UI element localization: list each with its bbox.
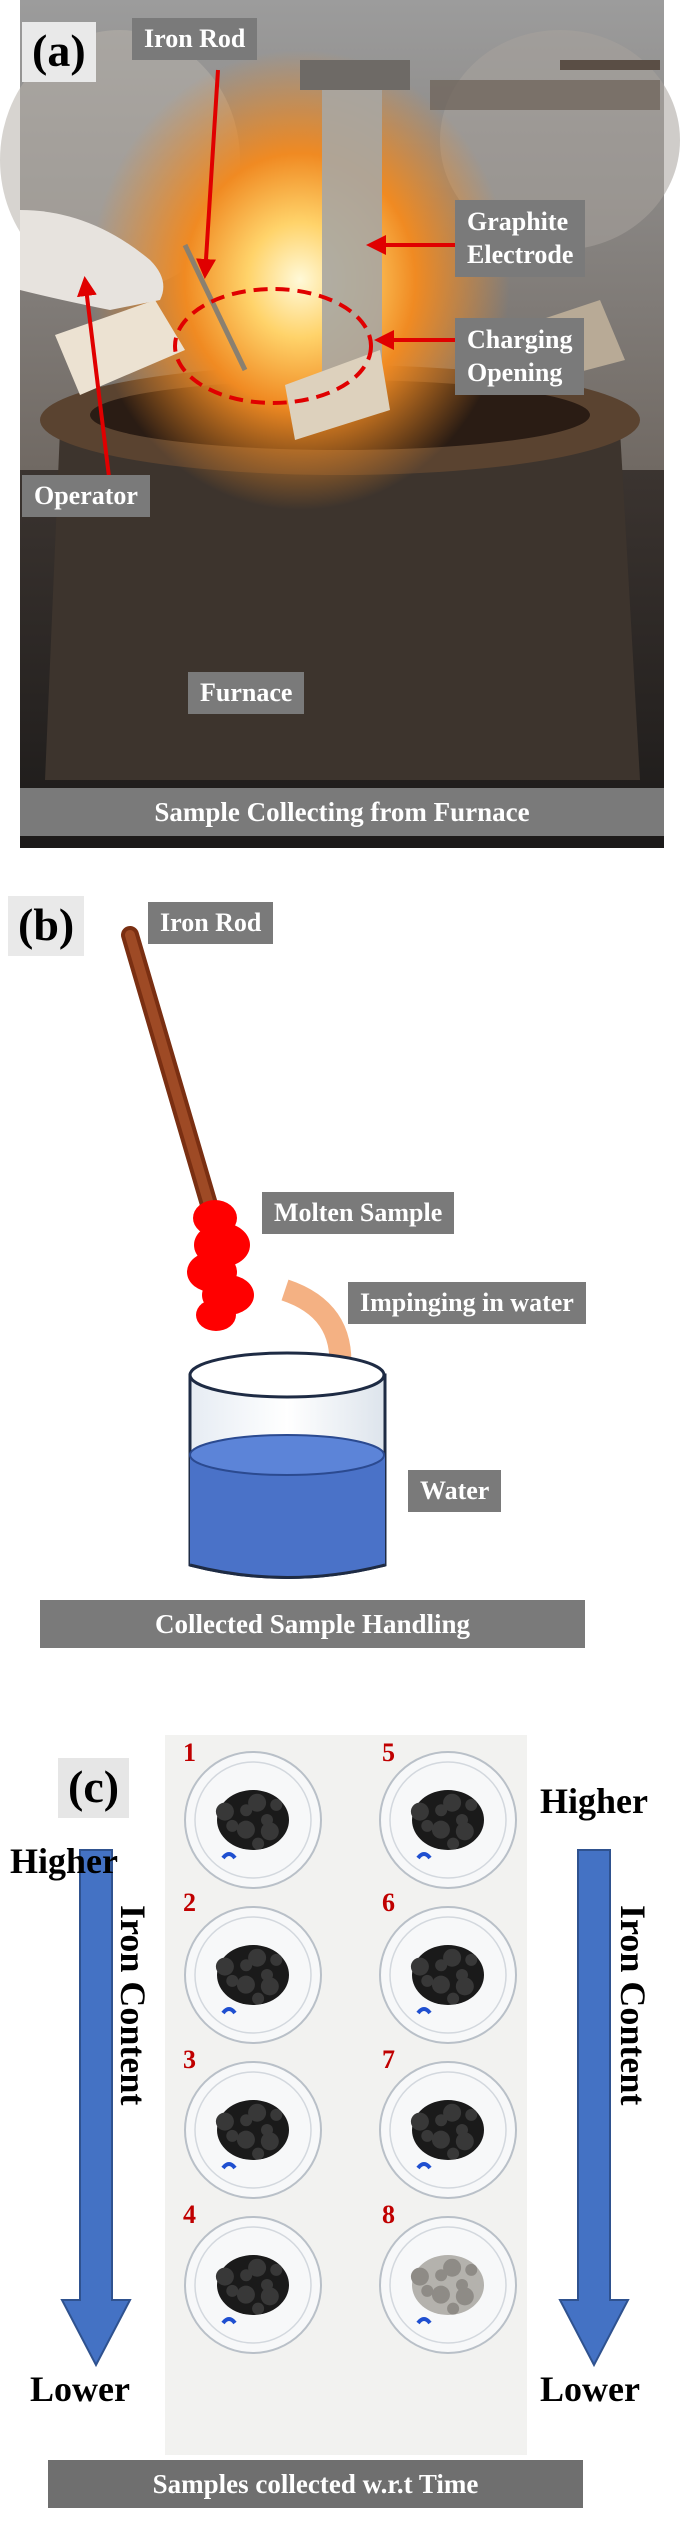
- panel-b-schematic: [121, 926, 387, 1579]
- water-beaker: [188, 1351, 387, 1579]
- sample-number: 6: [382, 1888, 395, 1917]
- sample-dishes: [184, 1751, 517, 2354]
- molten-sample-label: Molten Sample: [262, 1192, 455, 1234]
- panel-c-letter: (c): [58, 1758, 130, 1818]
- impinging-label: Impinging in water: [348, 1282, 586, 1324]
- sample-number: 5: [382, 1738, 395, 1767]
- graphite-label-line2: Electrode: [467, 239, 574, 269]
- furnace-label: Furnace: [188, 672, 305, 714]
- left-iron-content-label: Iron Content: [113, 1905, 153, 2106]
- operator-label: Operator: [22, 475, 150, 517]
- sample-number: 7: [382, 2045, 395, 2074]
- water-label: Water: [408, 1470, 502, 1512]
- sample-number: 8: [382, 2200, 395, 2229]
- charging-region-outline: [173, 287, 373, 405]
- petri-dish: [379, 2216, 517, 2354]
- operator-arrow: [77, 276, 112, 486]
- left-lower-label: Lower: [30, 2369, 130, 2409]
- petri-dish: [379, 1751, 517, 1889]
- petri-dish: [184, 1751, 322, 1889]
- panel-a-caption: Sample Collecting from Furnace: [20, 788, 664, 836]
- charging-label-line1: Charging: [467, 325, 573, 354]
- charging-label-line2: Opening: [467, 357, 563, 387]
- panel-a-letter: (a): [22, 22, 96, 82]
- iron-rod-label: Iron Rod: [132, 18, 258, 60]
- graphite-label-line1: Graphite: [467, 207, 569, 236]
- petri-dish: [379, 2061, 517, 2199]
- graphite-electrode-label: Graphite Electrode: [455, 200, 586, 277]
- sample-number: 2: [183, 1888, 196, 1917]
- right-higher-label: Higher: [540, 1781, 648, 1821]
- petri-dish: [379, 1906, 517, 2044]
- molten-sample-blob: [187, 1200, 254, 1331]
- right-lower-label: Lower: [540, 2369, 640, 2409]
- petri-dish: [184, 1906, 322, 2044]
- panel-b-iron-rod-label: Iron Rod: [148, 902, 274, 944]
- charging-opening-label: Charging Opening: [455, 318, 585, 395]
- petri-dish: [184, 2061, 322, 2199]
- iron-rod-arrow: [196, 69, 220, 279]
- sample-number: 4: [183, 2200, 196, 2229]
- panel-c-caption: Samples collected w.r.t Time: [48, 2460, 583, 2508]
- sample-number: 1: [183, 1738, 196, 1767]
- panel-b-caption: Collected Sample Handling: [40, 1600, 585, 1648]
- petri-dish: [184, 2216, 322, 2354]
- right-decreasing-arrow: [558, 1849, 630, 2368]
- right-iron-content-label: Iron Content: [613, 1905, 653, 2106]
- furnace-photo: [0, 0, 680, 848]
- sample-number: 3: [183, 2045, 196, 2074]
- left-higher-label: Higher: [10, 1841, 118, 1881]
- iron-content-arrows: [60, 1849, 630, 2368]
- panel-a-arrows: [77, 69, 455, 486]
- panel-b-letter: (b): [8, 896, 85, 956]
- left-decreasing-arrow: [60, 1849, 132, 2368]
